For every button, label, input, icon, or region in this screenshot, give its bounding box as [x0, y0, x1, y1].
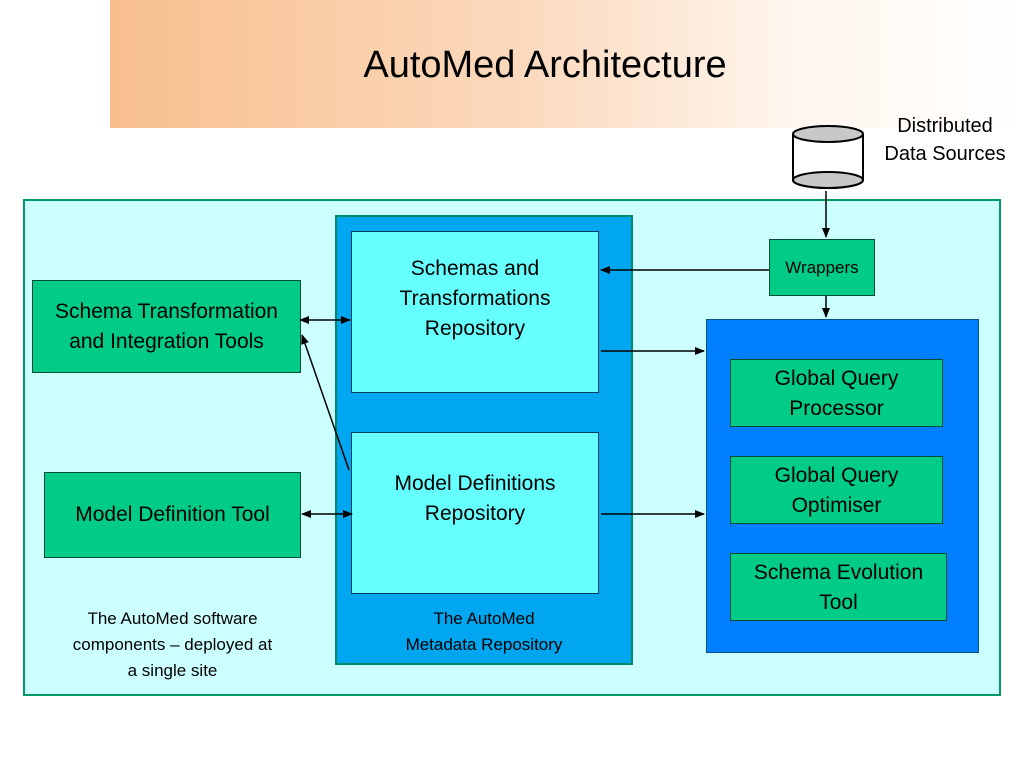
model-definitions-repository: Model Definitions Repository: [351, 432, 599, 594]
software-components-caption: The AutoMed software components – deploy…: [72, 609, 273, 680]
model-definition-tool: Model Definition Tool: [44, 472, 301, 558]
global-query-optimiser: Global Query Optimiser: [730, 456, 943, 524]
schema-transformation-integration-tools: Schema Transformation and Integration To…: [32, 280, 301, 373]
global-query-processor: Global Query Processor: [730, 359, 943, 427]
schema-evolution-tool: Schema Evolution Tool: [730, 553, 947, 621]
distributed-data-sources-label: Distributed Data Sources: [884, 115, 1006, 165]
title-background: [110, 0, 1024, 128]
model-repo-to-tools-arrow: [301, 334, 350, 471]
schemas-transformations-repository: Schemas and Transformations Repository: [351, 231, 599, 393]
database-icon: [792, 125, 864, 189]
metadata-repository-caption: The AutoMed Metadata Repository: [405, 609, 563, 654]
page-title: AutoMed Architecture: [363, 44, 727, 86]
wrappers: Wrappers: [769, 239, 875, 296]
